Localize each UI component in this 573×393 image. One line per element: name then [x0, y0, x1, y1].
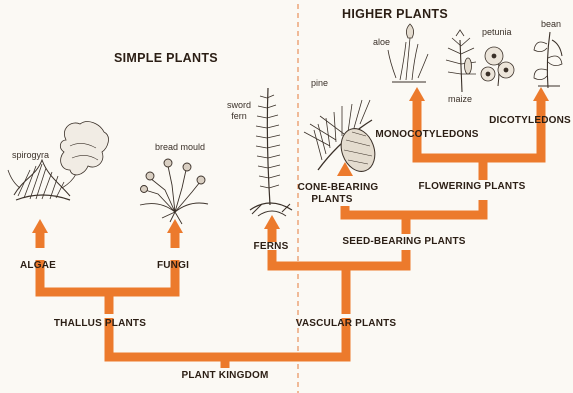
ferns-label: FERNS [254, 241, 289, 252]
maize-label: maize [448, 94, 472, 104]
branch-seed-split [345, 200, 483, 215]
arrow-ferns [264, 215, 280, 229]
sword-fern-illustration [250, 88, 292, 216]
aloe-illustration [388, 24, 428, 82]
seed-bearing-plants-label: SEED-BEARING PLANTS [342, 236, 465, 247]
spirogyra-label: spirogyra [12, 150, 49, 160]
sword-fern-label-line2: fern [231, 111, 247, 121]
higher-plants-heading: HIGHER PLANTS [342, 7, 448, 21]
branch-vascular-split [272, 250, 406, 266]
fungi-label: FUNGI [157, 260, 189, 271]
dicotyledons-label: DICOTYLEDONS [489, 115, 571, 126]
arrow-dicots [533, 87, 549, 101]
maize-illustration [446, 30, 476, 92]
sword-fern-label-line1: sword [227, 100, 251, 110]
arrow-monocots [409, 87, 425, 101]
bread-mould-illustration [140, 159, 208, 224]
flowering-plants-label: FLOWERING PLANTS [418, 181, 525, 192]
spirogyra-illustration [8, 122, 108, 200]
plant-kingdom-label: PLANT KINGDOM [181, 370, 268, 381]
cone-bearing-plants-label-line1: CONE-BEARING [298, 182, 379, 193]
algae-label: ALGAE [20, 260, 56, 271]
vascular-plants-label: VASCULAR PLANTS [296, 318, 397, 329]
bread-mould-label: bread mould [155, 142, 205, 152]
simple-plants-heading: SIMPLE PLANTS [114, 51, 218, 65]
cone-bearing-plants-label-line2: PLANTS [311, 194, 352, 205]
pine-label: pine [311, 78, 328, 88]
bean-illustration [534, 32, 562, 88]
pine-illustration [304, 100, 381, 176]
thallus-plants-label: THALLUS PLANTS [54, 318, 146, 329]
branch-thallus-split [40, 260, 175, 292]
bean-label: bean [541, 19, 561, 29]
petunia-label: petunia [482, 27, 512, 37]
petunia-illustration [481, 47, 514, 86]
arrow-algae [32, 219, 48, 233]
aloe-label: aloe [373, 37, 390, 47]
monocotyledons-label: MONOCOTYLEDONS [375, 129, 478, 140]
